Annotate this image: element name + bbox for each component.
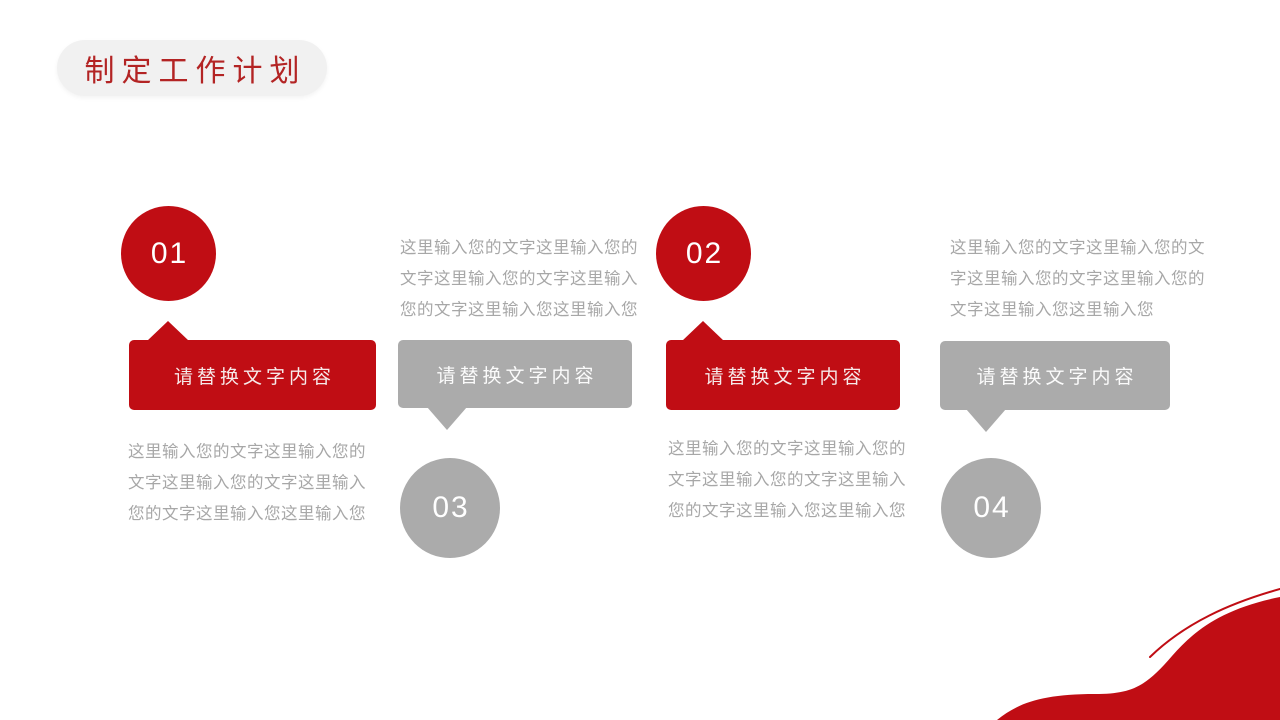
callout-bubble-1: 请替换文字内容 [129, 321, 376, 410]
bubble-tail-down-icon [966, 409, 1006, 432]
wave-accent-line [1149, 588, 1280, 658]
step-number-04: 04 [973, 491, 1011, 524]
callout-bubble-3: 请替换文字内容 [666, 321, 900, 410]
callout-label-4: 请替换文字内容 [976, 367, 1138, 388]
step-circle-04: 04 [941, 458, 1041, 558]
step-circle-02: 02 [656, 206, 751, 301]
callout-bubble-4: 请替换文字内容 [940, 341, 1170, 432]
decorative-wave [997, 588, 1280, 720]
step-circle-03: 03 [400, 458, 500, 558]
step-number-02: 02 [685, 236, 724, 270]
placeholder-text-4: 这里输入您的文字这里输入您的文 字这里输入您的文字这里输入您的 文字这里输入您这… [950, 239, 1205, 319]
bubble-tail-up-icon [147, 321, 189, 341]
placeholder-text-3: 这里输入您的文字这里输入您的 文字这里输入您的文字这里输入 您的文字这里输入您这… [668, 440, 906, 520]
callout-label-3: 请替换文字内容 [704, 366, 866, 388]
slide-title: 制定工作计划 [84, 55, 307, 88]
slide-title-pill: 制定工作计划 [57, 40, 327, 96]
wave-fill-shape [997, 597, 1280, 720]
step-circle-01: 01 [121, 206, 216, 301]
bubble-tail-up-icon [682, 321, 724, 341]
bubble-tail-down-icon [427, 407, 467, 430]
step-number-03: 03 [432, 491, 470, 524]
callout-label-1: 请替换文字内容 [173, 366, 335, 388]
step-number-01: 01 [150, 236, 189, 270]
placeholder-text-1: 这里输入您的文字这里输入您的 文字这里输入您的文字这里输入 您的文字这里输入您这… [128, 443, 366, 523]
callout-bubble-2: 请替换文字内容 [398, 340, 632, 430]
callout-label-2: 请替换文字内容 [436, 365, 598, 387]
placeholder-text-2: 这里输入您的文字这里输入您的 文字这里输入您的文字这里输入 您的文字这里输入您这… [400, 239, 638, 319]
